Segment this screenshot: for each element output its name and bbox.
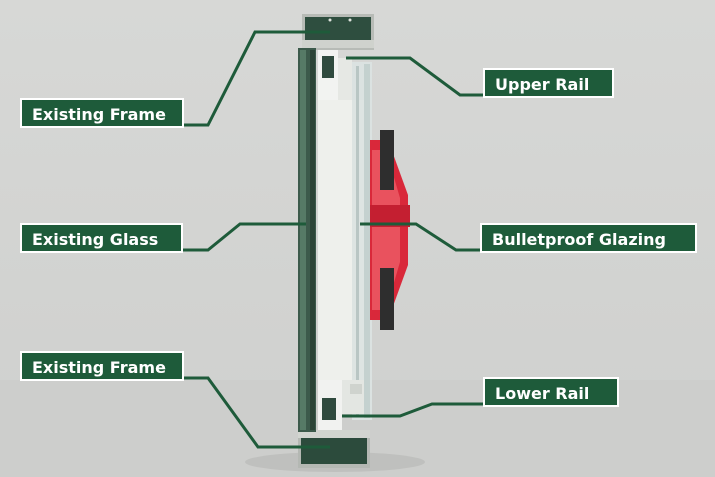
- existing-glass-pane: [298, 48, 316, 432]
- leader-line-lower-rail: [342, 402, 483, 418]
- label-bulletproof-glazing: Bulletproof Glazing: [480, 223, 697, 253]
- label-existing-glass: Existing Glass: [20, 223, 183, 253]
- leader-line-upper-rail: [346, 56, 483, 97]
- label-existing-frame-top: Existing Frame: [20, 98, 184, 128]
- upper-rail-assembly: [318, 50, 352, 102]
- leader-line-existing-frame-top: [184, 30, 330, 127]
- bottom-frame-channel: [298, 430, 370, 468]
- lower-rail-assembly: [318, 380, 364, 430]
- label-existing-frame-bottom: Existing Frame: [20, 351, 184, 381]
- leader-lines: [183, 30, 483, 449]
- bulletproof-glazing-panel: [318, 62, 372, 420]
- leader-line-existing-frame-bottom: [184, 376, 330, 449]
- leader-line-existing-glass: [183, 222, 306, 252]
- red-glazing-clip: [370, 130, 410, 330]
- label-upper-rail: Upper Rail: [483, 68, 614, 98]
- leader-line-bulletproof-glazing: [360, 222, 480, 252]
- label-lower-rail: Lower Rail: [483, 377, 619, 407]
